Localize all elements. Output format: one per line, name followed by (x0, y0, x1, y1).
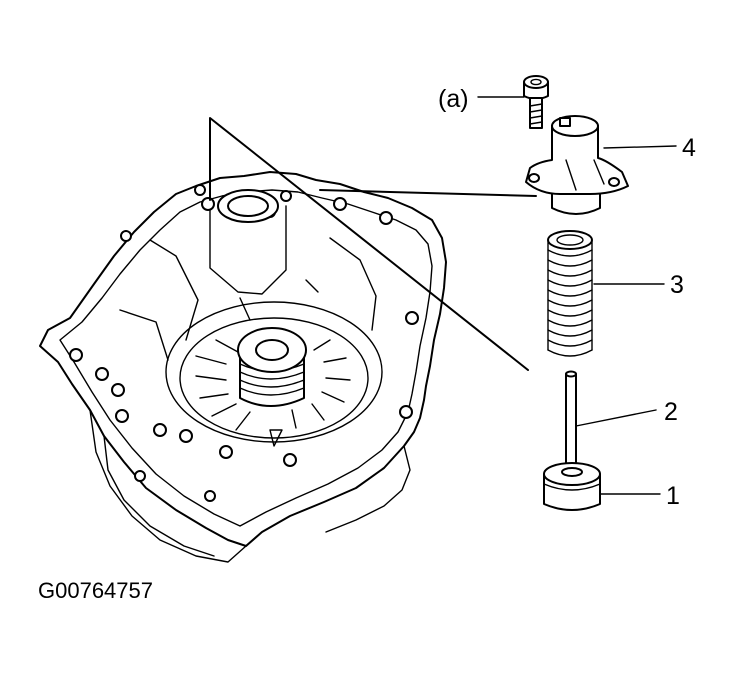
callout-leaders (477, 96, 677, 495)
callout-part-2: 2 (664, 398, 678, 426)
exploded-view-pointer (209, 117, 529, 371)
exploded-view-pointer-upper (319, 189, 537, 197)
transmission-case (39, 171, 447, 563)
part-4-accumulator-cover (525, 115, 629, 215)
part-2-piston-rod (565, 370, 577, 467)
part-1-piston (543, 462, 601, 511)
bolt-a (523, 75, 549, 129)
accumulator-bore-boss (201, 189, 287, 295)
callout-bolt-a: (a) (438, 85, 469, 113)
callout-part-3: 3 (670, 271, 684, 299)
case-center-hub (237, 327, 307, 407)
case-radial-ribs (195, 339, 351, 447)
callout-part-4: 4 (682, 134, 696, 162)
part-3-spring (547, 230, 593, 357)
callout-part-1: 1 (666, 482, 680, 510)
figure-code: G00764757 (38, 578, 153, 603)
